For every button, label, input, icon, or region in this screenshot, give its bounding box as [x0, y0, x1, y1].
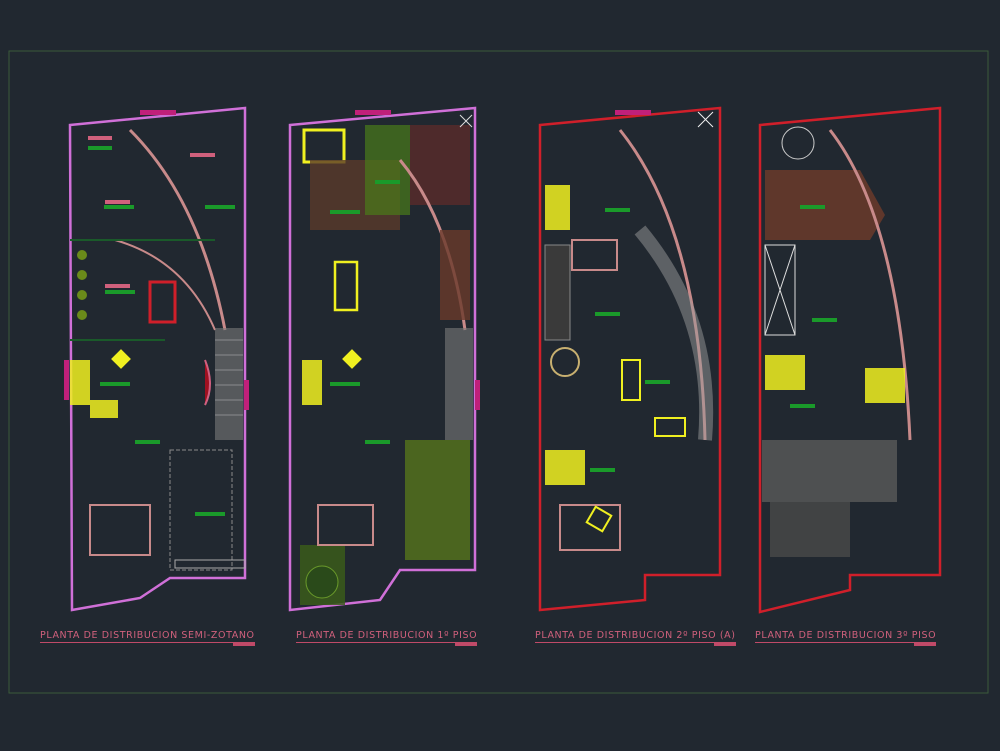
drawing-frame [8, 50, 989, 694]
plan-title-2-piso: PLANTA DE DISTRIBUCION 2º PISO (A) [535, 630, 736, 646]
plan-title-semi-zotano: PLANTA DE DISTRIBUCION SEMI-ZOTANO [40, 630, 255, 646]
plan-semi-zotano [64, 106, 249, 612]
plan-1-piso [288, 106, 480, 612]
plan-2-piso-a [538, 106, 722, 612]
plan-3-piso [758, 106, 942, 614]
plan-title-3-piso: PLANTA DE DISTRIBUCION 3º PISO [755, 630, 937, 646]
plan-outline [288, 106, 477, 612]
plan-outline [758, 106, 942, 614]
plan-outline [538, 106, 722, 612]
plan-outline [68, 106, 247, 612]
plan-title-1-piso: PLANTA DE DISTRIBUCION 1º PISO [296, 630, 478, 646]
